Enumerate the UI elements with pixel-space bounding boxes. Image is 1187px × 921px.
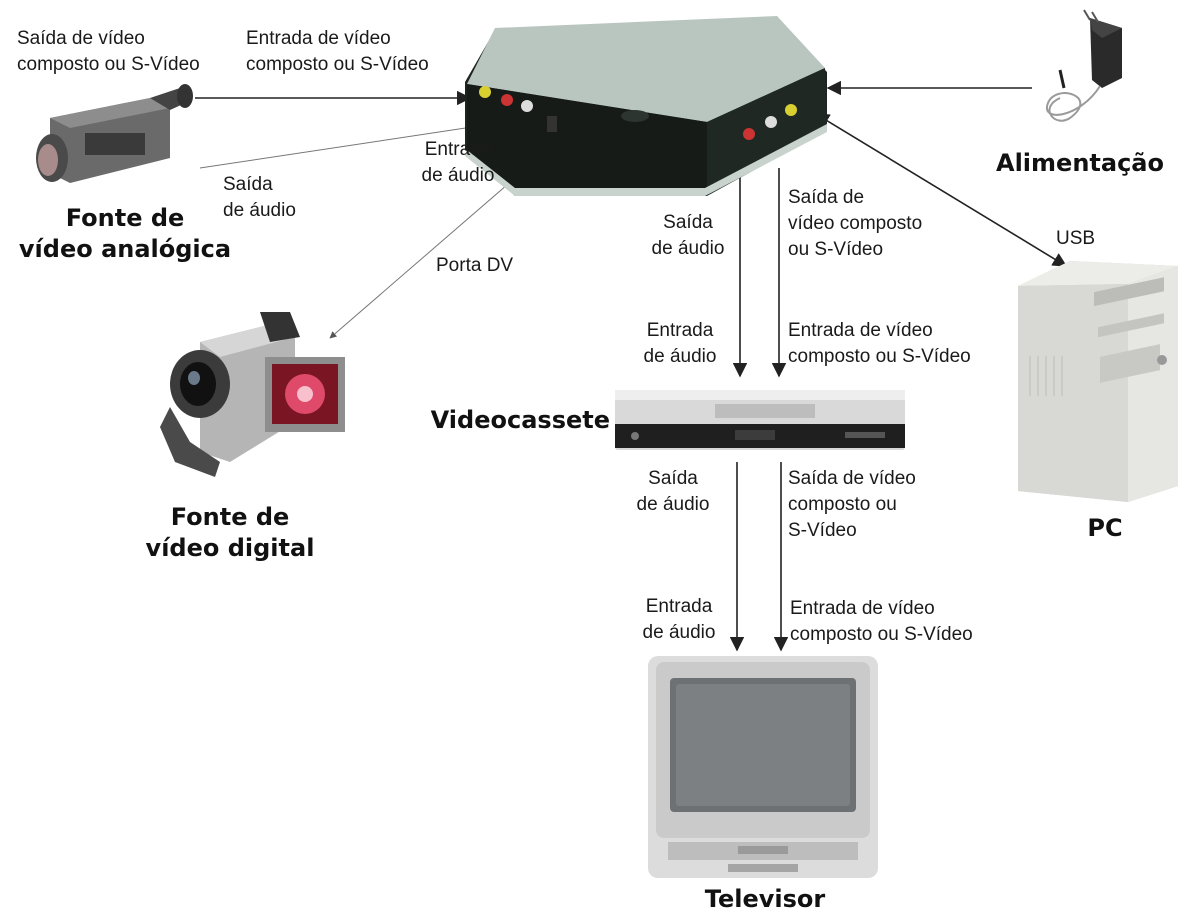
label-capture-video-out: Saída de vídeo composto ou S-Vídeo: [788, 187, 923, 260]
analog-camera-icon: [36, 84, 193, 183]
label-analog-video-out: Saída de vídeo composto ou S-Vídeo: [17, 28, 200, 75]
title-power-adapter: Alimentação: [996, 149, 1164, 177]
label-vcr-audio-out: Saída de áudio: [636, 468, 710, 515]
title-vcr: Videocassete: [430, 406, 610, 434]
label-capture-audio-in: Entrada de áudio: [421, 139, 495, 186]
power-adapter-icon: [1045, 9, 1122, 122]
title-pc: PC: [1087, 514, 1123, 542]
arrow-dv-port: [329, 177, 516, 339]
tv-icon: [648, 656, 878, 878]
digital-camera-icon: [160, 312, 345, 477]
title-tv: Televisor: [704, 885, 826, 913]
label-capture-audio-out: Saída de áudio: [651, 212, 725, 259]
arrow-usb: [814, 113, 1068, 267]
label-capture-video-in: Entrada de vídeo composto ou S-Vídeo: [246, 28, 429, 75]
label-tv-video-in: Entrada de vídeo composto ou S-Vídeo: [790, 598, 973, 645]
label-vcr-audio-in: Entrada de áudio: [643, 320, 717, 367]
title-digital-camera: Fonte de vídeo digital: [145, 503, 315, 562]
label-usb: USB: [1056, 228, 1096, 249]
label-tv-audio-in: Entrada de áudio: [642, 596, 716, 643]
capture-device-icon: [465, 16, 827, 196]
arrow-analog-audio: [199, 121, 493, 169]
label-vcr-video-in: Entrada de vídeo composto ou S-Vídeo: [788, 320, 971, 367]
label-vcr-video-out: Saída de vídeo composto ou S-Vídeo: [788, 468, 916, 541]
label-dv-port: Porta DV: [436, 255, 514, 276]
label-analog-audio-out: Saída de áudio: [223, 174, 296, 221]
pc-tower-icon: [1018, 261, 1178, 502]
vcr-icon: [615, 390, 905, 450]
title-analog-camera: Fonte de vídeo analógica: [18, 204, 232, 263]
